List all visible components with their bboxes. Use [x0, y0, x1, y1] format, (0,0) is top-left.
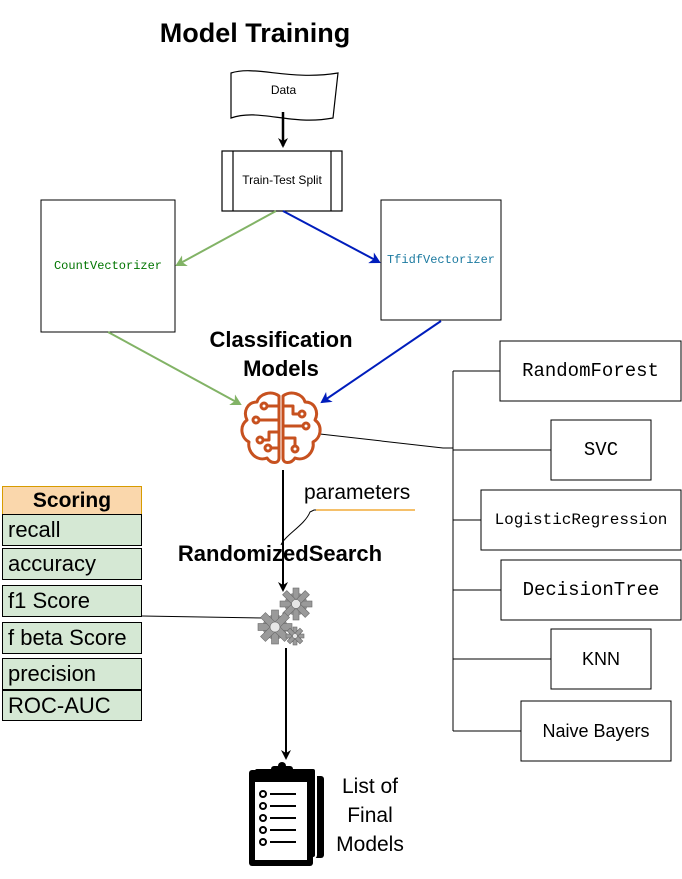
clipboard-list-icon: [249, 762, 324, 866]
model-label-naivebayers: Naive Bayers: [542, 720, 650, 741]
model-box-randomforest: [499, 340, 682, 402]
parameters-label: parameters: [304, 481, 411, 504]
split-to-tfidf-arrow: [282, 210, 381, 264]
output-label-line1: List of: [341, 775, 399, 798]
model-label-decisiontree: DecisionTree: [522, 579, 660, 601]
classification-heading-line2: Models: [243, 356, 319, 381]
scoring-item-accuracy: accuracy: [2, 548, 142, 580]
split-node-label: Train-Test Split: [242, 173, 322, 187]
count-vectorizer-box: [40, 199, 176, 333]
models-to-list-connector: [319, 433, 453, 449]
model-label-randomforest: RandomForest: [522, 360, 659, 382]
count-to-models-arrow: [107, 331, 242, 405]
model-label-logisticregression: LogisticRegression: [494, 511, 668, 529]
data-node-label: Data: [270, 83, 297, 97]
model-label-knn: KNN: [581, 648, 620, 669]
output-label-line2: Final: [347, 804, 393, 827]
classification-heading-line1: Classification: [209, 327, 353, 352]
scoring-item-precision: precision: [2, 658, 142, 690]
count-vectorizer-label: CountVectorizer: [53, 259, 163, 273]
page-title: Model Training: [159, 18, 351, 48]
tfidf-to-models-arrow: [320, 320, 442, 404]
model-box-knn: [550, 628, 652, 690]
model-box-logisticregression: [480, 489, 682, 551]
tfidf-vectorizer-box: [380, 199, 502, 321]
parameters-callout: [280, 509, 415, 546]
scoring-item-roc-auc: ROC-AUC: [2, 690, 142, 721]
scoring-header: Scoring: [2, 486, 142, 515]
classification-heading: Classification Models: [181, 325, 381, 383]
search-heading: RandomizedSearch: [177, 541, 383, 566]
gears-icon: [257, 587, 313, 646]
data-node-shape: [230, 70, 339, 121]
tfidf-vectorizer-label: TfidfVectorizer: [386, 253, 496, 267]
model-box-naivebayers: [520, 700, 672, 762]
output-label: List of Final Models: [325, 772, 415, 859]
model-label-svc: SVC: [583, 439, 619, 461]
model-box-svc: [550, 419, 652, 481]
split-to-count-arrow: [175, 210, 277, 266]
scoring-item-recall: recall: [2, 514, 142, 546]
brain-circuit-icon: [240, 391, 322, 464]
scoring-item-f1-score: f1 Score: [2, 585, 142, 617]
model-box-decisiontree: [500, 559, 682, 621]
split-node-shape: [221, 150, 343, 212]
scoring-to-search-connector: [141, 615, 265, 619]
scoring-item-f-beta-score: f beta Score: [2, 622, 142, 654]
output-label-line3: Models: [336, 833, 404, 856]
